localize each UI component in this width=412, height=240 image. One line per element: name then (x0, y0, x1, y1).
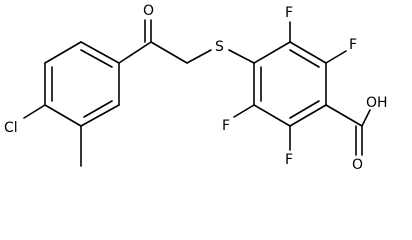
bond-c-cl (23, 104, 46, 119)
bond-carbonyl-ch2 (150, 41, 188, 64)
bond-ring1-c-inner (83, 100, 113, 118)
bond-ring1-a (80, 41, 120, 64)
bond-ring2-b-inner (289, 49, 320, 68)
bonds (23, 19, 371, 167)
bond-ring-cooh (325, 104, 363, 127)
atom-labels: Cl O S F F F F OH O (4, 3, 388, 173)
carboxyl-oxygen-label: O (352, 157, 363, 173)
bond-ring2-a (253, 41, 291, 64)
fluorine-upper-right-label: F (349, 37, 357, 53)
carboxyl-hydroxyl-label: OH (366, 95, 388, 111)
bond-ring1-a-inner (80, 49, 113, 68)
bond-ring1-d (44, 104, 82, 127)
sulfur-label: S (215, 39, 224, 55)
bond-cooh-oh (361, 109, 371, 127)
bond-ch2-s (186, 49, 212, 64)
bond-ring1-f (44, 41, 82, 64)
fluorine-upper-left-label: F (285, 5, 293, 21)
fluorine-lower-right-label: F (285, 152, 293, 168)
bond-f-lower-left (233, 104, 255, 118)
bond-s-ring (228, 49, 255, 64)
ketone-oxygen-label: O (143, 3, 154, 19)
bond-ring2-d-inner (289, 100, 320, 119)
structure-canvas: Cl O S F F F F OH O (4, 3, 388, 173)
bond-ring1-c (80, 104, 120, 127)
chlorine-label: Cl (4, 120, 18, 136)
bond-ring-carbonyl (118, 41, 152, 64)
bond-ring2-d (289, 104, 327, 127)
fluorine-lower-left-label: F (222, 118, 230, 134)
bond-f-upper-right (325, 50, 347, 64)
bond-ring2-b (289, 41, 327, 64)
bond-ring2-e (253, 104, 291, 127)
